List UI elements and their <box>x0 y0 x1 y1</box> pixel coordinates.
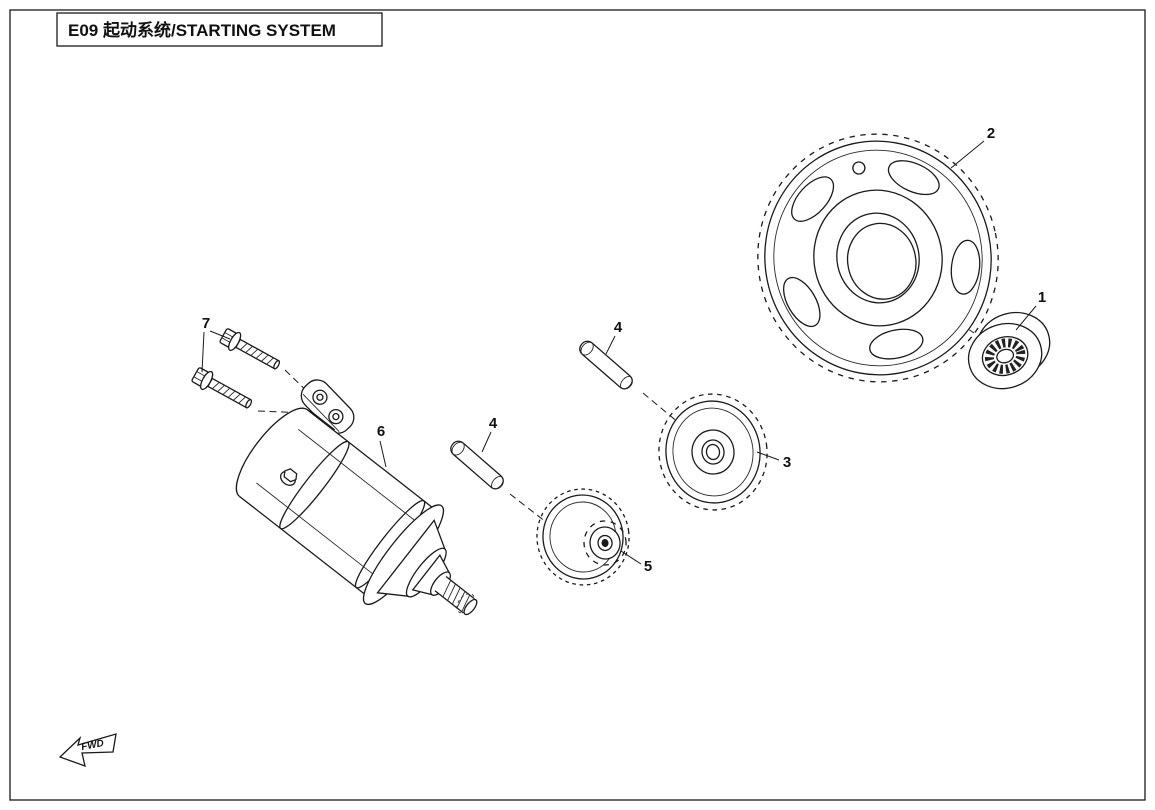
bolt-upper <box>219 328 281 370</box>
callout-3: 3 <box>783 454 791 471</box>
idler-gear <box>658 393 768 511</box>
fwd-arrow: FWD <box>58 733 117 768</box>
page-border <box>9 9 1146 801</box>
motor-bracket <box>300 379 355 434</box>
callout-6: 6 <box>377 423 385 440</box>
title-block: E09 起动系统/STARTING SYSTEM <box>56 12 383 47</box>
callout-1: 1 <box>1038 289 1046 306</box>
idler-shaft-lower <box>450 440 504 490</box>
callout-5: 5 <box>644 558 652 575</box>
callout-leaders <box>201 140 1037 565</box>
callout-7: 7 <box>202 315 210 332</box>
callout-4-lower: 4 <box>489 415 498 432</box>
bolt-lower <box>191 367 253 409</box>
driven-gear <box>757 133 999 383</box>
idler-shaft-upper <box>579 340 633 390</box>
page-title: E09 起动系统/STARTING SYSTEM <box>68 20 336 40</box>
callout-2: 2 <box>987 125 995 142</box>
needle-bearing <box>967 311 1051 390</box>
double-idler-gear <box>536 488 630 586</box>
pinion-gear <box>583 520 627 566</box>
fwd-label: FWD <box>80 738 104 753</box>
callout-4-upper: 4 <box>614 319 623 336</box>
starter-motor <box>235 379 478 616</box>
terminal-stud <box>279 468 298 486</box>
